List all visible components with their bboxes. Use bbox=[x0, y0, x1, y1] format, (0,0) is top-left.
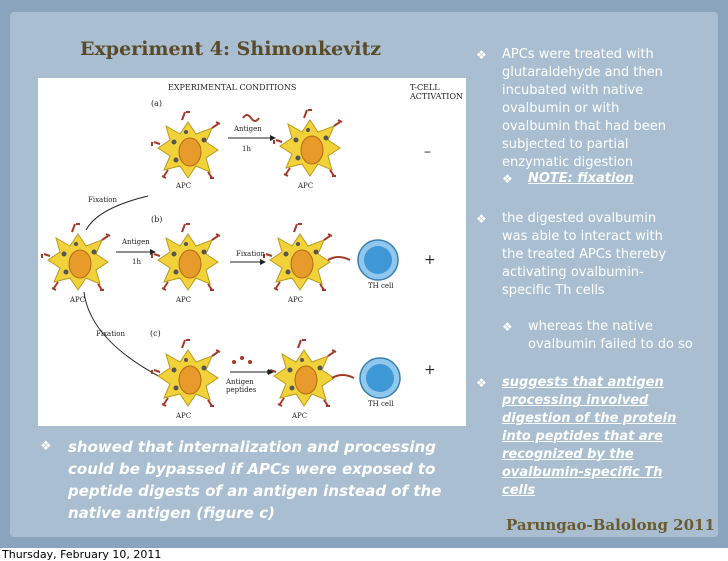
experiment-diagram: EXPERIMENTAL CONDITIONS T-CELL ACTIVATIO… bbox=[41, 83, 463, 420]
arrowhead-b1 bbox=[150, 249, 156, 255]
result-a: – bbox=[424, 144, 431, 160]
th-cell-b bbox=[357, 239, 399, 281]
bullet-5: ❖ suggests that antigen processing invol… bbox=[476, 374, 686, 504]
slide: Experiment 4: Shimonkevitz bbox=[0, 0, 728, 548]
apc-label-b2: APC bbox=[175, 296, 191, 304]
bullet-marker-5: ❖ bbox=[476, 376, 487, 390]
apc-label-a1: APC bbox=[175, 182, 191, 190]
peptide-icon-c bbox=[232, 356, 252, 364]
apc-cell-c2 bbox=[267, 339, 337, 407]
apc-cell-a1 bbox=[151, 111, 221, 179]
bullet-text-4: whereas the native ovalbumin failed to d… bbox=[528, 319, 693, 352]
apc-label-b1: APC bbox=[69, 296, 85, 304]
header-experimental-conditions: EXPERIMENTAL CONDITIONS bbox=[168, 83, 296, 92]
antigen-label-b: Antigen bbox=[121, 238, 150, 246]
bullet-text-3: the digested ovalbumin was able to inter… bbox=[502, 211, 667, 298]
arrowhead-a bbox=[270, 135, 276, 141]
bullet-marker-1: ❖ bbox=[476, 48, 487, 62]
antigen-label-a: Antigen bbox=[233, 125, 262, 133]
bullet-text-5: suggests that antigen processing involve… bbox=[502, 375, 677, 498]
arrowhead-b2 bbox=[260, 259, 266, 265]
bullet-3: ❖ the digested ovalbumin was able to int… bbox=[476, 210, 676, 300]
fixation-label-2: Fixation bbox=[96, 330, 125, 338]
bullet-marker-2: ❖ bbox=[502, 172, 513, 186]
experiment-figure: EXPERIMENTAL CONDITIONS T-CELL ACTIVATIO… bbox=[38, 78, 466, 426]
fixation-arrow-1 bbox=[85, 195, 149, 231]
apc-label-a2: APC bbox=[297, 182, 313, 190]
bullet-4: ❖ whereas the native ovalbumin failed to… bbox=[502, 318, 702, 358]
bullet-marker-4: ❖ bbox=[502, 320, 513, 334]
result-c: + bbox=[424, 362, 436, 378]
bottom-bullet-text: showed that internalization and processi… bbox=[68, 438, 442, 522]
apc-label-c2: APC bbox=[291, 412, 307, 420]
th-cell-c bbox=[359, 357, 401, 399]
panel-b-label: (b) bbox=[151, 215, 162, 224]
apc-cell-b1 bbox=[41, 223, 111, 291]
bullet-text-2: NOTE: fixation bbox=[528, 171, 634, 186]
bullet-marker-3: ❖ bbox=[476, 212, 487, 226]
antigen-peptides-label-2: peptides bbox=[226, 386, 257, 394]
result-b: + bbox=[424, 252, 436, 268]
apc-cell-c1 bbox=[151, 339, 221, 407]
apc-label-b3: APC bbox=[287, 296, 303, 304]
bullet-text-1: APCs were treated with glutaraldehyde an… bbox=[502, 47, 666, 170]
tcr-contact-c bbox=[331, 374, 355, 379]
header-t-cell: T-CELL bbox=[410, 83, 440, 92]
time-label-b: 1h bbox=[132, 258, 141, 266]
bullet-2: ❖ NOTE: fixation bbox=[502, 170, 682, 190]
bottom-bullet: ❖ showed that internalization and proces… bbox=[40, 436, 460, 526]
panel-a-label: (a) bbox=[151, 99, 162, 108]
apc-cell-a2 bbox=[273, 109, 343, 177]
apc-cell-b3 bbox=[263, 223, 333, 291]
arrowhead-c bbox=[268, 369, 274, 375]
apc-label-c1: APC bbox=[175, 412, 191, 420]
bullet-1: ❖ APCs were treated with glutaraldehyde … bbox=[476, 46, 676, 170]
apc-cell-b2 bbox=[151, 223, 221, 291]
fixation-label-b: Fixation bbox=[236, 250, 265, 258]
fixation-arrow-2 bbox=[83, 291, 163, 379]
th-label-b: TH cell bbox=[368, 282, 394, 290]
slide-date: Thursday, February 10, 2011 bbox=[2, 548, 162, 561]
time-label-a: 1h bbox=[242, 145, 251, 153]
panel-c-label: (c) bbox=[150, 329, 161, 338]
antigen-icon-a bbox=[242, 114, 260, 122]
author-footer: Parungao-Balolong 2011 bbox=[506, 516, 715, 534]
slide-title: Experiment 4: Shimonkevitz bbox=[80, 38, 382, 60]
fixation-label-1: Fixation bbox=[88, 196, 117, 204]
header-activation: ACTIVATION bbox=[409, 92, 463, 101]
bottom-bullet-marker: ❖ bbox=[40, 439, 52, 454]
tcr-contact-b bbox=[327, 256, 351, 261]
th-label-c: TH cell bbox=[368, 400, 394, 408]
antigen-peptides-label-1: Antigen bbox=[225, 378, 254, 386]
